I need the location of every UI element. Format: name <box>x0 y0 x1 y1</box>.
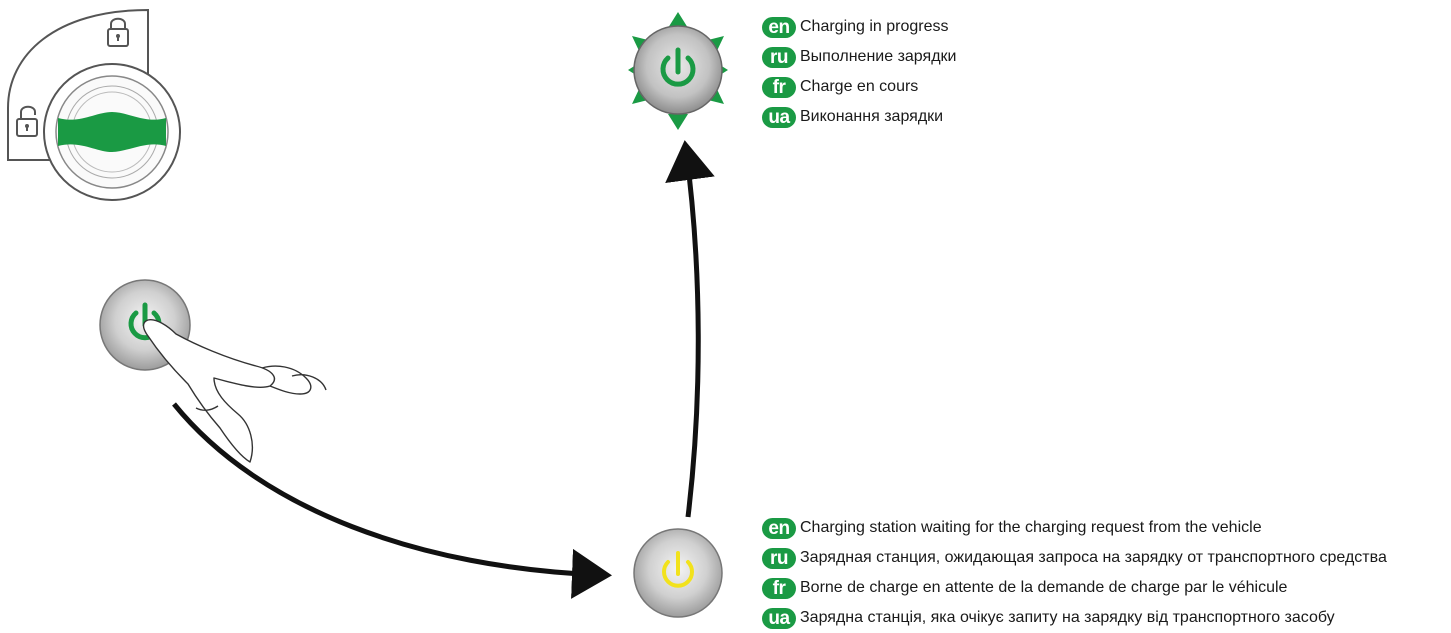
unlock-icon <box>16 105 38 137</box>
arrow-to-waiting <box>172 402 612 599</box>
legend-item-ru: ru Выполнение зарядки <box>762 42 956 72</box>
legend-item-en: en Charging in progress <box>762 12 956 42</box>
legend-text: Зарядная станция, ожидающая запроса на з… <box>800 549 1387 566</box>
legend-charging-in-progress: en Charging in progress ru Выполнение за… <box>762 12 956 132</box>
waiting-indicator-button <box>633 528 723 618</box>
language-badge-ua: ua <box>762 607 796 629</box>
power-icon <box>662 551 694 588</box>
language-badge-en: en <box>762 517 796 539</box>
legend-item-fr: fr Borne de charge en attente de la dema… <box>762 573 1387 603</box>
legend-item-ua: ua Виконання зарядки <box>762 102 956 132</box>
legend-text: Borne de charge en attente de la demande… <box>800 579 1288 596</box>
language-badge-ua: ua <box>762 106 796 128</box>
language-badge-fr: fr <box>762 76 796 98</box>
legend-text: Выполнение зарядки <box>800 48 957 65</box>
legend-text: Зарядна станція, яка очікує запиту на за… <box>800 609 1335 626</box>
hand-icon <box>142 319 327 463</box>
language-badge-fr: fr <box>762 577 796 599</box>
language-badge-ru: ru <box>762 46 796 68</box>
legend-text: Charging in progress <box>800 18 949 35</box>
legend-item-ua: ua Зарядна станція, яка очікує запиту на… <box>762 603 1387 633</box>
legend-item-ru: ru Зарядная станция, ожидающая запроса н… <box>762 543 1387 573</box>
language-badge-en: en <box>762 16 796 38</box>
arrow-to-charging <box>665 140 715 518</box>
power-icon <box>660 47 696 87</box>
blink-ray-s <box>668 114 688 130</box>
legend-item-en: en Charging station waiting for the char… <box>762 513 1387 543</box>
charging-indicator-button <box>628 12 728 130</box>
legend-waiting-for-request: en Charging station waiting for the char… <box>762 513 1387 633</box>
legend-text: Charging station waiting for the chargin… <box>800 519 1262 536</box>
blink-ray-n <box>668 12 688 28</box>
lock-icon <box>107 17 129 47</box>
legend-item-fr: fr Charge en cours <box>762 72 956 102</box>
legend-text: Виконання зарядки <box>800 108 944 125</box>
key-switch-panel <box>7 8 181 201</box>
key-slot <box>58 112 166 152</box>
language-badge-ru: ru <box>762 547 796 569</box>
legend-text: Charge en cours <box>800 78 919 95</box>
